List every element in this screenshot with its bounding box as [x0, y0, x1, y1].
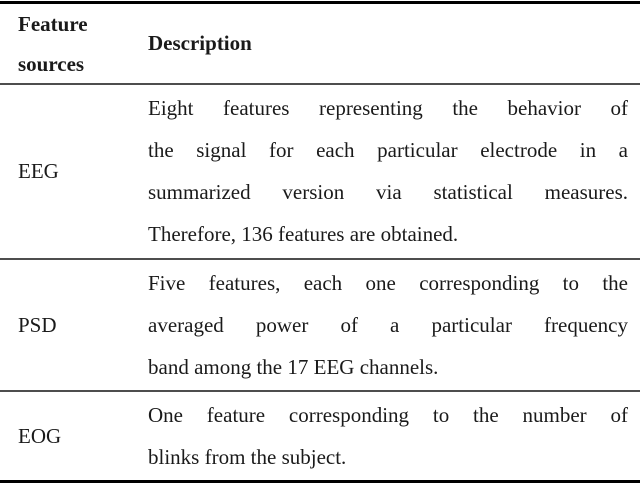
- feature-source-label: EEG: [18, 159, 59, 183]
- header-feature-sources-line1: Feature: [18, 11, 88, 36]
- feature-source-label: PSD: [18, 312, 57, 337]
- table-row-eeg: EEG Eight features representing the beha…: [0, 85, 640, 258]
- feature-source-label: EOG: [18, 423, 62, 448]
- table-header-row: Feature sources Description: [0, 4, 640, 83]
- description-line: summarized version via statistical measu…: [148, 180, 628, 204]
- row-separator-rule: [0, 258, 640, 260]
- description-cell: Eight features representing the behavior…: [148, 85, 640, 258]
- feature-source-cell: EOG: [0, 392, 148, 480]
- header-feature-sources-cell: Feature sources: [0, 4, 148, 83]
- table-top-rule: [0, 1, 640, 4]
- header-separator-rule: [0, 83, 640, 85]
- description-cell: Five features, each one corresponding to…: [148, 260, 640, 390]
- row-separator-rule: [0, 390, 640, 392]
- feature-source-cell: EEG: [0, 85, 148, 258]
- description-line: Eight features representing the behavior…: [148, 96, 628, 120]
- table-row-psd: PSD Five features, each one correspondin…: [0, 260, 640, 390]
- description-line: averaged power of a particular frequency: [148, 313, 628, 337]
- header-description-cell: Description: [148, 4, 640, 83]
- description-line: One feature corresponding to the number …: [148, 403, 628, 427]
- description-line: Therefore, 136 features are obtained.: [148, 222, 459, 246]
- description-cell: One feature corresponding to the number …: [148, 392, 640, 480]
- table-row-eog: EOG One feature corresponding to the num…: [0, 392, 640, 480]
- description-line: the signal for each particular electrode…: [148, 138, 628, 162]
- feature-source-cell: PSD: [0, 260, 148, 390]
- description-line: band among the 17 EEG channels.: [148, 355, 439, 379]
- header-description-label: Description: [148, 31, 252, 55]
- description-line: blinks from the subject.: [148, 445, 347, 469]
- description-line: Five features, each one corresponding to…: [148, 271, 628, 295]
- header-feature-sources-line2: sources: [18, 51, 85, 76]
